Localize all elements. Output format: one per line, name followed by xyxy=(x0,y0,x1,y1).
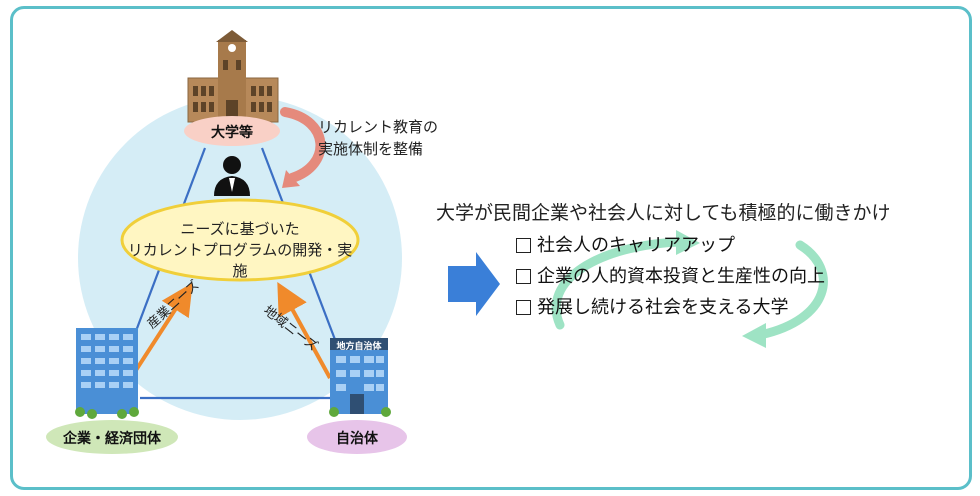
university-note-line2: 実施体制を整備 xyxy=(318,140,424,158)
regional-needs-arrow xyxy=(277,281,332,379)
university-note: リカレント教育の 実施体制を整備 xyxy=(318,116,438,160)
outcome-item-label: 発展し続ける社会を支える大学 xyxy=(537,297,789,318)
person-icon xyxy=(214,156,250,196)
cycle-arrowhead xyxy=(742,323,766,348)
university-note-line1: リカレント教育の xyxy=(318,118,439,136)
outcome-item-label: 企業の人的資本投資と生産性の向上 xyxy=(537,266,825,287)
program-ellipse xyxy=(120,198,360,282)
government-sign-label: 地方自治体 xyxy=(336,342,382,352)
program-label-line1: ニーズに基づいた xyxy=(180,220,300,238)
outcome-item: 社会人のキャリアアップ xyxy=(516,230,825,261)
checkbox-icon xyxy=(516,269,531,284)
program-label-line2: リカレントプログラムの開発・実施 xyxy=(127,241,353,280)
company-building-icon xyxy=(75,328,139,419)
curved-arrow xyxy=(280,107,326,183)
outcome-item: 企業の人的資本投資と生産性の向上 xyxy=(516,261,825,292)
local-government-bubble xyxy=(307,420,407,454)
outcome-list: 社会人のキャリアアップ 企業の人的資本投資と生産性の向上 発展し続ける社会を支え… xyxy=(516,230,825,323)
companies-label: 企業・経済団体 xyxy=(63,431,161,447)
cycle-arrows xyxy=(551,237,828,340)
university-label: 大学等 xyxy=(211,125,253,141)
local-government-label: 自治体 xyxy=(336,431,378,447)
outcome-item: 発展し続ける社会を支える大学 xyxy=(516,292,825,323)
program-label: ニーズに基づいた リカレントプログラムの開発・実施 xyxy=(122,219,358,282)
checkbox-icon xyxy=(516,300,531,315)
government-building-icon xyxy=(329,338,391,417)
university-bubble xyxy=(184,116,280,146)
outcome-item-label: 社会人のキャリアアップ xyxy=(537,235,735,256)
companies-bubble xyxy=(46,420,178,454)
university-building-icon xyxy=(187,30,279,123)
checkbox-icon xyxy=(516,238,531,253)
outcome-heading: 大学が民間企業や社会人に対しても積極的に働きかけ xyxy=(436,202,891,224)
flow-arrow xyxy=(448,252,500,316)
cycle-arrowhead xyxy=(676,230,700,255)
